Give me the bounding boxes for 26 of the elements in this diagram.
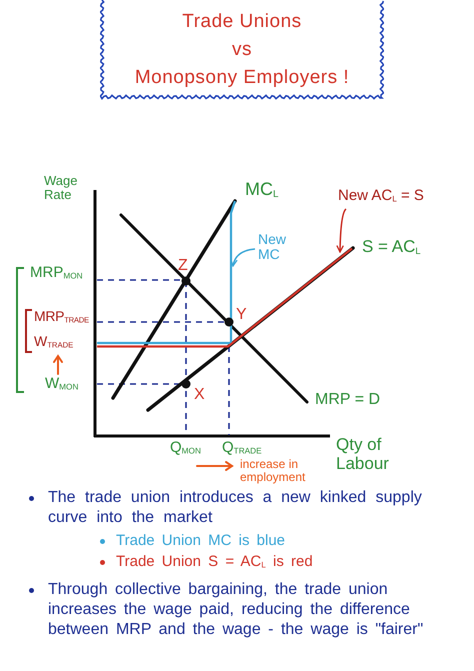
leader-arrow [336,208,347,253]
axis-tick-label: MRP$_{MON}$ [30,265,83,282]
axis-label: Qty of Labour [336,436,390,474]
axis-tick-label: MRP$_{TRADE}$ [34,309,89,324]
axis-tick-label: W$_{TRADE}$ [34,334,74,350]
point-label: Z [178,257,188,275]
curve-label: New MC [258,232,292,263]
bullet-text: Through collective bargaining, the trade union increases the wage paid, reducing the difference between MRP and the wage - the wage is "fairer" [48,580,424,640]
kinked-supply-curve [97,248,353,348]
axis-tick-label: Q$_{MON}$ [170,440,201,456]
bullet-text: The trade union introduces a new kinked supply curve into the market [48,488,423,528]
curve-label: MC$_{L}$ [245,180,278,200]
curve-label: New AC$_{L}$ = S [338,188,424,204]
point-label: Y [236,306,247,324]
kinked-mc-curve [97,200,236,344]
title: Trade Unions vs Monopsony Employers ! [134,10,350,90]
bullet-text: Trade Union S = AC$_{L}$ is red [116,553,313,572]
axis-label: Wage Rate [44,174,78,203]
curve-label: MRP = D [315,391,380,409]
axis-tick-label: Q$_{TRADE}$ [222,440,262,456]
curve-label: S = AC$_{L}$ [362,238,421,257]
bullet-text: Trade Union MC is blue [116,532,286,551]
axis-tick-label: W$_{MON}$ [45,376,78,392]
annotation: increase in employment [240,458,306,484]
point-label: X [194,386,205,404]
leader-arrow [230,248,256,267]
